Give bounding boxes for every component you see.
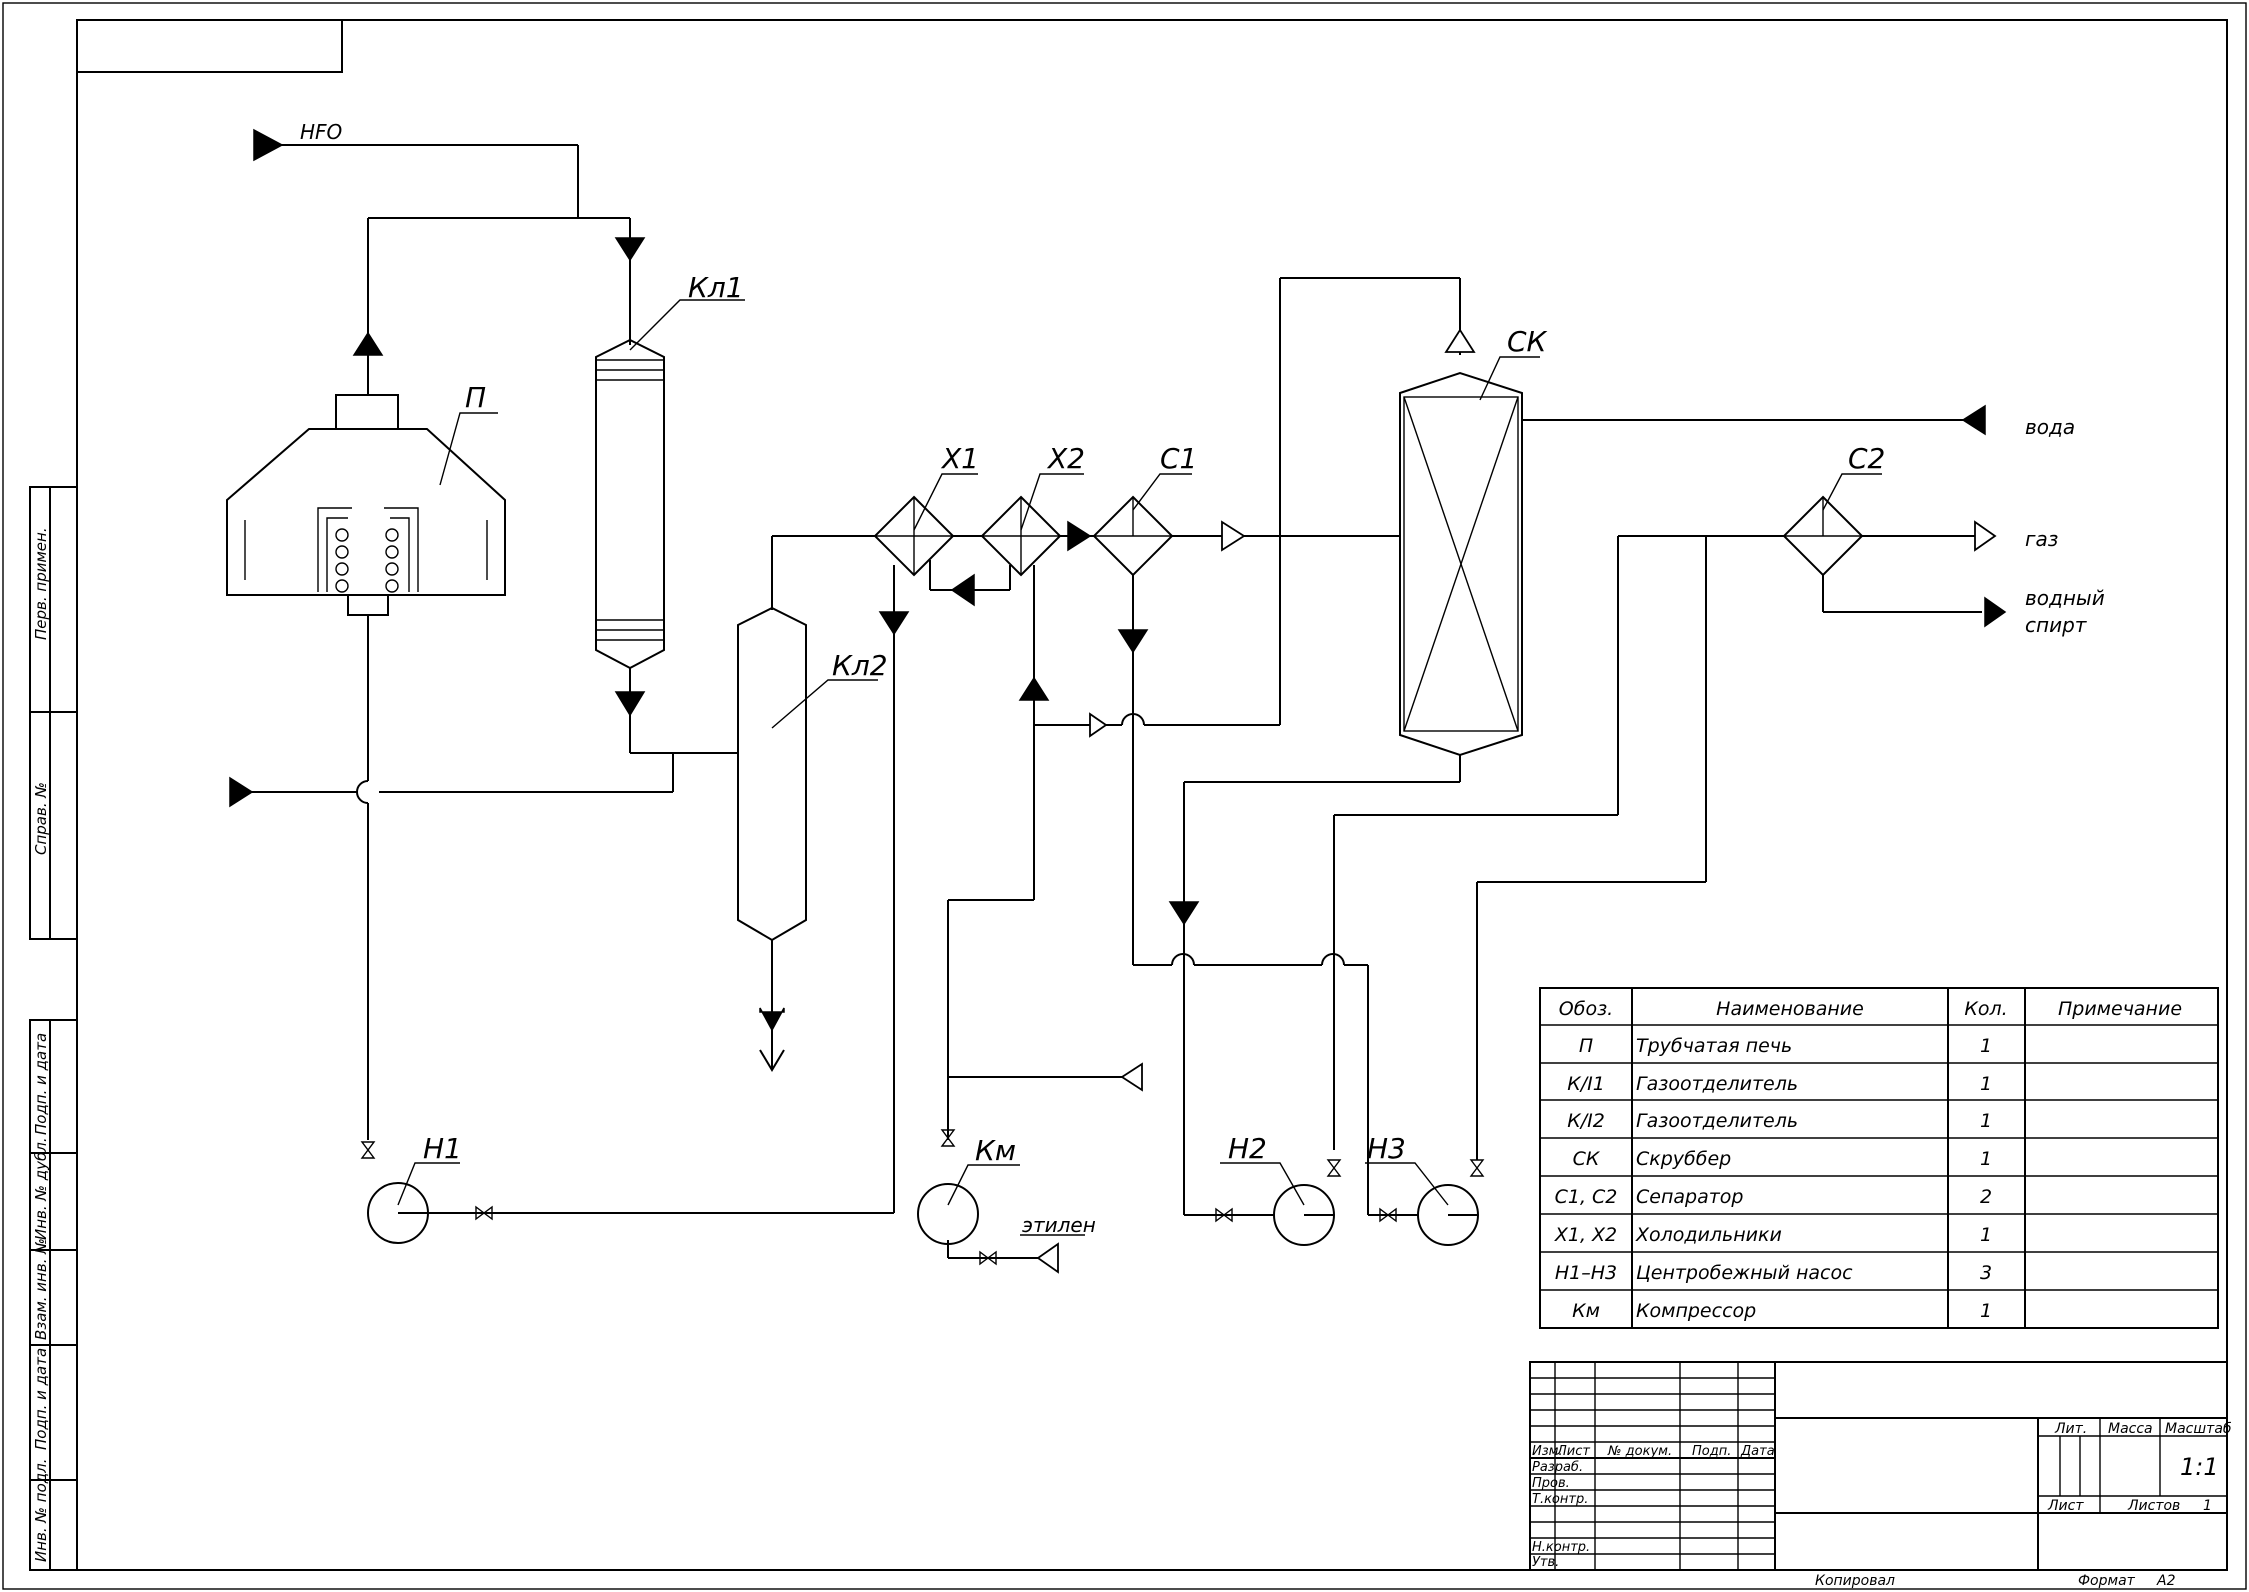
gas-separator-kl2 bbox=[737, 606, 807, 942]
spec-row-code: Н1–Н3 bbox=[1555, 1262, 1617, 1284]
spec-row-qty: 1 bbox=[1980, 1073, 1992, 1095]
tb-role-razrab: Разраб. bbox=[1532, 1460, 1583, 1475]
tag-furnace: П bbox=[465, 381, 486, 414]
stamp-podp-data-2: Подп. и дата bbox=[32, 1348, 50, 1450]
footer-format: Формат bbox=[2078, 1573, 2136, 1589]
separator-c2 bbox=[1782, 495, 1864, 577]
separator-c1 bbox=[1092, 495, 1174, 577]
spec-row-code: Км bbox=[1572, 1300, 1600, 1322]
pump-h2 bbox=[1273, 1184, 1335, 1246]
spec-row-qty: 1 bbox=[1980, 1224, 1992, 1246]
stamp-perv-primen: Перв. примен. bbox=[32, 527, 50, 640]
spec-header-name: Наименование bbox=[1716, 998, 1864, 1020]
footer-format-value: А2 bbox=[2156, 1573, 2176, 1589]
tag-km: Км bbox=[975, 1134, 1016, 1167]
valves bbox=[360, 1129, 1485, 1266]
tb-list: Лист bbox=[1556, 1444, 1590, 1459]
tag-c1: С1 bbox=[1160, 442, 1197, 475]
footer-copied: Копировал bbox=[1815, 1573, 1895, 1589]
tb-sheets-value: 1 bbox=[2203, 1498, 2212, 1514]
drawing-frame bbox=[76, 19, 2228, 1571]
stream-gas: газ bbox=[2025, 527, 2058, 551]
tag-c2: С2 bbox=[1848, 442, 1885, 475]
spec-row-qty: 1 bbox=[1980, 1300, 1992, 1322]
spec-header-qty: Кол. bbox=[1964, 998, 2007, 1020]
tag-kl2: Кл2 bbox=[832, 649, 888, 682]
stamp-inv-dubl: Инв. № дубл. bbox=[32, 1137, 50, 1240]
tag-h2: Н2 bbox=[1228, 1132, 1267, 1165]
tag-x1: Х1 bbox=[940, 442, 979, 475]
spec-row-name: Газоотделитель bbox=[1636, 1110, 1798, 1132]
stamp-sprav: Справ. № bbox=[32, 782, 50, 855]
tag-x2: Х2 bbox=[1046, 442, 1085, 475]
stream-ethylene: этилен bbox=[1022, 1213, 1096, 1237]
stream-labels: HFO вода газ водный спирт этилен bbox=[300, 120, 2105, 1237]
spec-row-name: Газоотделитель bbox=[1636, 1073, 1798, 1095]
equipment-leaders bbox=[298, 144, 1882, 1236]
tb-role-nkontr: Н.контр. bbox=[1532, 1540, 1590, 1555]
tb-scale-value: 1:1 bbox=[2180, 1453, 2219, 1481]
cooler-x2 bbox=[980, 495, 1062, 577]
tag-kl1: Кл1 bbox=[688, 271, 744, 304]
tb-data: Дата bbox=[1740, 1444, 1775, 1459]
stamp-vzam-inv: Взам. инв. № bbox=[32, 1238, 50, 1340]
tb-role-prov: Пров. bbox=[1532, 1476, 1570, 1491]
spec-row-name: Трубчатая печь bbox=[1636, 1035, 1792, 1057]
tb-sheets: Листов bbox=[2127, 1498, 2180, 1514]
spec-row-name: Центробежный насос bbox=[1636, 1262, 1853, 1284]
tb-scale: Масштаб bbox=[2165, 1421, 2232, 1437]
tb-sheet: Лист bbox=[2047, 1498, 2084, 1514]
spec-row-qty: 1 bbox=[1980, 1110, 1992, 1132]
tb-lit: Лит. bbox=[2054, 1421, 2087, 1437]
spec-row-name: Скруббер bbox=[1636, 1148, 1731, 1170]
spec-row-qty: 1 bbox=[1980, 1148, 1992, 1170]
stream-alcohol-2: спирт bbox=[2025, 613, 2088, 637]
scrubber-ck bbox=[1399, 371, 1523, 757]
spec-row-name: Сепаратор bbox=[1636, 1186, 1743, 1208]
top-left-stamp-box bbox=[76, 19, 343, 73]
flow-arrows bbox=[229, 128, 2007, 1274]
specification-table: Обоз. Наименование Кол. Примечание П Тру… bbox=[1539, 987, 2219, 1329]
spec-row-qty: 1 bbox=[1980, 1035, 1992, 1057]
hfo-inlet-arrow bbox=[253, 128, 284, 162]
spec-row-code: Х1, Х2 bbox=[1554, 1224, 1617, 1246]
side-stamp: Перв. примен. Справ. № Подп. и дата Инв.… bbox=[29, 486, 78, 1571]
tb-podp: Подп. bbox=[1692, 1444, 1731, 1459]
pump-h1 bbox=[367, 1182, 429, 1244]
stream-water: вода bbox=[2025, 415, 2075, 439]
furnace-p bbox=[226, 394, 506, 616]
equipment-tags: П Кл1 Кл2 Х1 Х2 С1 С2 СК Н1 Км Н2 Н3 bbox=[423, 271, 1885, 1167]
gas-separator-kl1 bbox=[595, 338, 665, 670]
spec-row-name: Компрессор bbox=[1636, 1300, 1756, 1322]
spec-row-qty: 2 bbox=[1980, 1186, 1992, 1208]
spec-row-name: Холодильники bbox=[1635, 1224, 1782, 1246]
spec-header-code: Обоз. bbox=[1559, 998, 1613, 1020]
stream-alcohol-1: водный bbox=[2025, 586, 2105, 610]
stream-hfo: HFO bbox=[300, 120, 342, 144]
tag-h3: Н3 bbox=[1367, 1132, 1406, 1165]
tb-role-tkontr: Т.контр. bbox=[1532, 1492, 1588, 1507]
tag-h1: Н1 bbox=[423, 1132, 462, 1165]
spec-header-note: Примечание bbox=[2058, 998, 2182, 1020]
spec-row-code: П bbox=[1579, 1035, 1593, 1057]
tag-ck: СК bbox=[1507, 325, 1548, 358]
spec-row-qty: 3 bbox=[1980, 1262, 1992, 1284]
stamp-podp-data-1: Подп. и дата bbox=[32, 1033, 50, 1135]
tb-mass: Масса bbox=[2108, 1421, 2153, 1437]
tb-izm: Изм. bbox=[1532, 1444, 1563, 1459]
spec-row-code: С1, С2 bbox=[1555, 1186, 1618, 1208]
spec-row-code: К/I1 bbox=[1567, 1073, 1605, 1095]
compressor-km bbox=[917, 1183, 979, 1245]
tb-nomer-dokum: № докум. bbox=[1607, 1444, 1672, 1459]
cooler-x1 bbox=[873, 495, 955, 577]
spec-row-code: СК bbox=[1573, 1148, 1601, 1170]
title-block: Изм. Лист № докум. Подп. Дата Разраб. Пр… bbox=[1529, 1361, 2232, 1571]
footer: Копировал Формат А2 bbox=[1815, 1573, 2176, 1589]
stamp-inv-podl: Инв. № подл. bbox=[32, 1459, 50, 1562]
pump-h3 bbox=[1417, 1184, 1479, 1246]
tb-role-utv: Утв. bbox=[1532, 1555, 1559, 1570]
spec-row-code: К/I2 bbox=[1567, 1110, 1605, 1132]
